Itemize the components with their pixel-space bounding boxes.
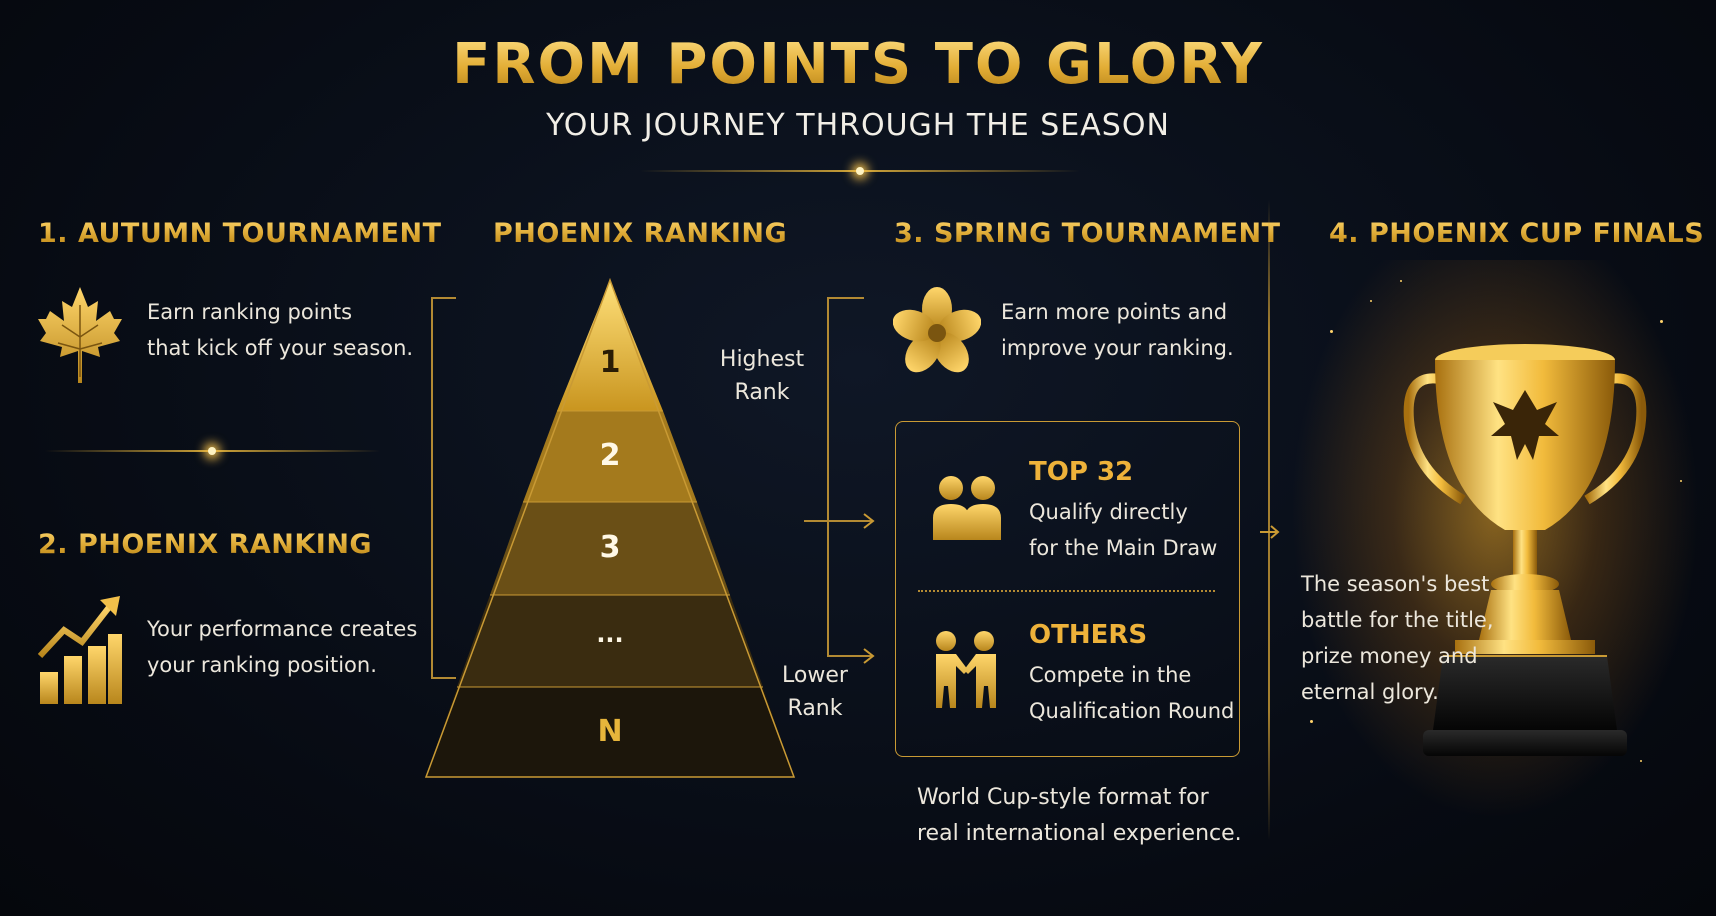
step2-line2: your ranking position. <box>147 653 377 677</box>
highest-rank-line2: Rank <box>734 380 790 405</box>
highest-rank-line1: Highest <box>719 347 805 372</box>
split-connector <box>804 297 875 664</box>
finals-line4: eternal glory. <box>1301 680 1439 704</box>
sparkle <box>1310 720 1313 723</box>
sparkle <box>1640 760 1642 762</box>
step3-line2: improve your ranking. <box>1001 336 1234 360</box>
ranking-pyramid <box>424 278 796 778</box>
left-bracket <box>431 297 456 679</box>
pyramid-level-1: 1 <box>599 345 621 380</box>
sparkle <box>1680 480 1682 482</box>
handshake-people-icon <box>936 631 996 708</box>
page-subtitle: YOUR JOURNEY THROUGH THE SEASON <box>546 108 1170 143</box>
step4-heading: 4. PHOENIX CUP FINALS <box>1329 218 1705 249</box>
pyramid-level-n: N <box>597 714 623 749</box>
pyramid-level-3: 3 <box>599 530 621 565</box>
others-line1: Compete in the <box>1029 663 1192 687</box>
others-title: OTHERS <box>1029 620 1148 650</box>
sparkle <box>1370 300 1372 302</box>
pyramid-level-ellipsis: ... <box>596 620 624 648</box>
top32-title: TOP 32 <box>1029 457 1134 487</box>
step2-heading: 2. PHOENIX RANKING <box>38 529 373 560</box>
qualification-box <box>895 421 1240 757</box>
maple-leaf-icon <box>38 287 122 383</box>
top32-line2: for the Main Draw <box>1029 536 1218 560</box>
step3-heading: 3. SPRING TOURNAMENT <box>894 218 1281 249</box>
others-line2: Qualification Round <box>1029 699 1235 723</box>
step1-line1: Earn ranking points <box>147 300 353 324</box>
format-note-line2: real international experience. <box>917 821 1242 846</box>
title-divider-glow <box>856 167 864 175</box>
pyramid-heading: PHOENIX RANKING <box>493 218 788 249</box>
step2-line1: Your performance creates <box>147 617 418 641</box>
trophy-icon <box>1403 344 1647 756</box>
highest-rank-label: Highest Rank <box>712 343 812 409</box>
box-divider <box>918 590 1215 592</box>
lower-rank-line2: Rank <box>787 696 843 721</box>
page-title: FROM POINTS TO GLORY <box>0 32 1716 97</box>
step3-line1: Earn more points and <box>1001 300 1228 324</box>
left-divider-glow <box>208 447 216 455</box>
finals-arrow <box>1260 525 1280 539</box>
sparkle <box>1660 320 1663 323</box>
finals-line3: prize money and <box>1301 644 1478 668</box>
top32-line1: Qualify directly <box>1029 500 1188 524</box>
format-note-line1: World Cup-style format for <box>917 785 1209 810</box>
step1-heading: 1. AUTUMN TOURNAMENT <box>38 218 442 249</box>
cherry-blossom-icon <box>893 287 981 373</box>
lower-rank-label: Lower Rank <box>765 659 865 725</box>
sparkle <box>1330 330 1333 333</box>
finals-separator <box>1268 200 1270 840</box>
lower-rank-line1: Lower <box>782 663 848 688</box>
growth-chart-icon <box>38 596 122 704</box>
two-people-icon <box>933 476 1001 540</box>
pyramid-level-2: 2 <box>599 438 621 473</box>
finals-line2: battle for the title, <box>1301 608 1494 632</box>
step1-line2: that kick off your season. <box>147 336 414 360</box>
sparkle <box>1400 280 1402 282</box>
finals-line1: The season's best <box>1301 572 1490 596</box>
